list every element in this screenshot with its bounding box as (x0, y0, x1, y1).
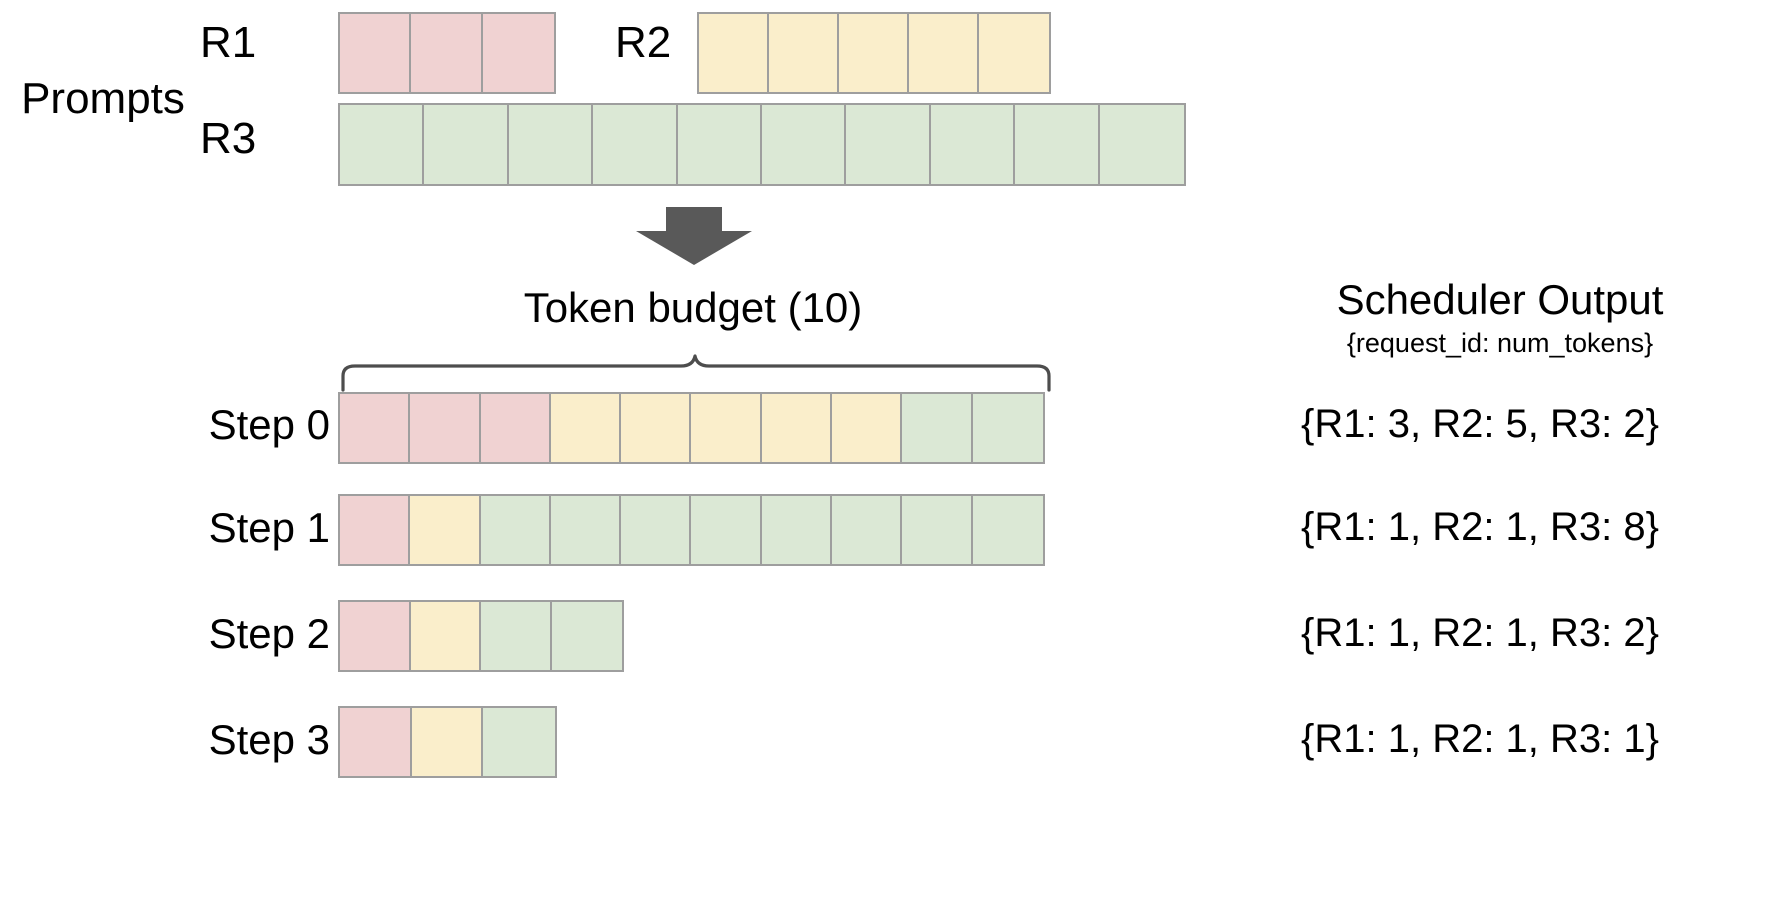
token-cell-r2 (761, 394, 833, 462)
token-cell-r2 (410, 602, 481, 670)
token-cell-r1 (340, 496, 411, 564)
scheduler-output-1: {R1: 1, R2: 1, R3: 8} (1301, 505, 1659, 549)
token-cell-r3 (902, 394, 973, 462)
step-label-1: Step 1 (208, 504, 330, 551)
token-cell-r2 (410, 496, 481, 564)
scheduler-output-subtitle: {request_id: num_tokens} (1346, 328, 1654, 358)
scheduler-output-3: {R1: 1, R2: 1, R3: 1} (1301, 717, 1659, 761)
token-cell-r1 (410, 394, 481, 462)
prompt-label-r3: R3 (200, 114, 257, 163)
token-cell-r2 (832, 394, 903, 462)
token-cell (482, 14, 554, 92)
step-strip-1 (338, 494, 1045, 566)
token-cell (846, 105, 931, 184)
token-cell-r3 (761, 496, 833, 564)
token-cell-r3 (691, 496, 762, 564)
step-label-2: Step 2 (208, 610, 330, 657)
token-cell (839, 14, 909, 92)
token-cell (699, 14, 769, 92)
scheduler-output-2: {R1: 1, R2: 1, R3: 2} (1301, 611, 1659, 655)
token-cell-r2 (691, 394, 762, 462)
prompt-label-r2: R2 (615, 18, 672, 67)
token-cell-r3 (480, 496, 551, 564)
token-cell-r1 (480, 394, 551, 462)
prompt-strip-r2 (697, 12, 1051, 94)
prompts-section-label: Prompts (21, 74, 185, 123)
token-cell (769, 14, 839, 92)
token-cell-r3 (551, 602, 622, 670)
token-cell (593, 105, 678, 184)
prompt-strip-r3 (338, 103, 1186, 186)
prompt-label-r1: R1 (200, 18, 257, 67)
token-cell-r3 (621, 496, 692, 564)
token-cell-r2 (411, 708, 484, 776)
step-strip-3 (338, 706, 557, 778)
token-cell-r3 (481, 602, 552, 670)
token-cell (340, 14, 412, 92)
step-label-0: Step 0 (208, 401, 330, 448)
token-cell (411, 14, 483, 92)
token-cell-r3 (972, 394, 1043, 462)
token-cell-r1 (340, 394, 411, 462)
token-cell (1015, 105, 1100, 184)
step-strip-0 (338, 392, 1045, 464)
token-cell-r1 (340, 602, 411, 670)
step-label-3: Step 3 (208, 716, 330, 763)
token-cell-r2 (621, 394, 692, 462)
token-cell-r1 (340, 708, 412, 776)
token-cell (508, 105, 594, 184)
token-cell (909, 14, 979, 92)
token-cell (762, 105, 847, 184)
token-cell (424, 105, 509, 184)
token-cell (340, 105, 425, 184)
token-cell (930, 105, 1016, 184)
token-budget-label: Token budget (10) (523, 284, 863, 331)
token-cell-r3 (902, 496, 973, 564)
token-cell (1099, 105, 1185, 184)
prompt-strip-r1 (338, 12, 556, 94)
token-cell-r3 (483, 708, 555, 776)
step-strip-2 (338, 600, 624, 672)
token-cell (979, 14, 1049, 92)
curly-brace-icon (341, 352, 1051, 392)
token-cell-r2 (550, 394, 622, 462)
scheduler-output-title: Scheduler Output (1336, 276, 1664, 323)
token-cell-r3 (972, 496, 1043, 564)
token-cell-r3 (550, 496, 622, 564)
token-cell (677, 105, 763, 184)
scheduler-output-0: {R1: 3, R2: 5, R3: 2} (1301, 402, 1659, 446)
down-arrow-icon (636, 207, 752, 265)
token-cell-r3 (832, 496, 903, 564)
